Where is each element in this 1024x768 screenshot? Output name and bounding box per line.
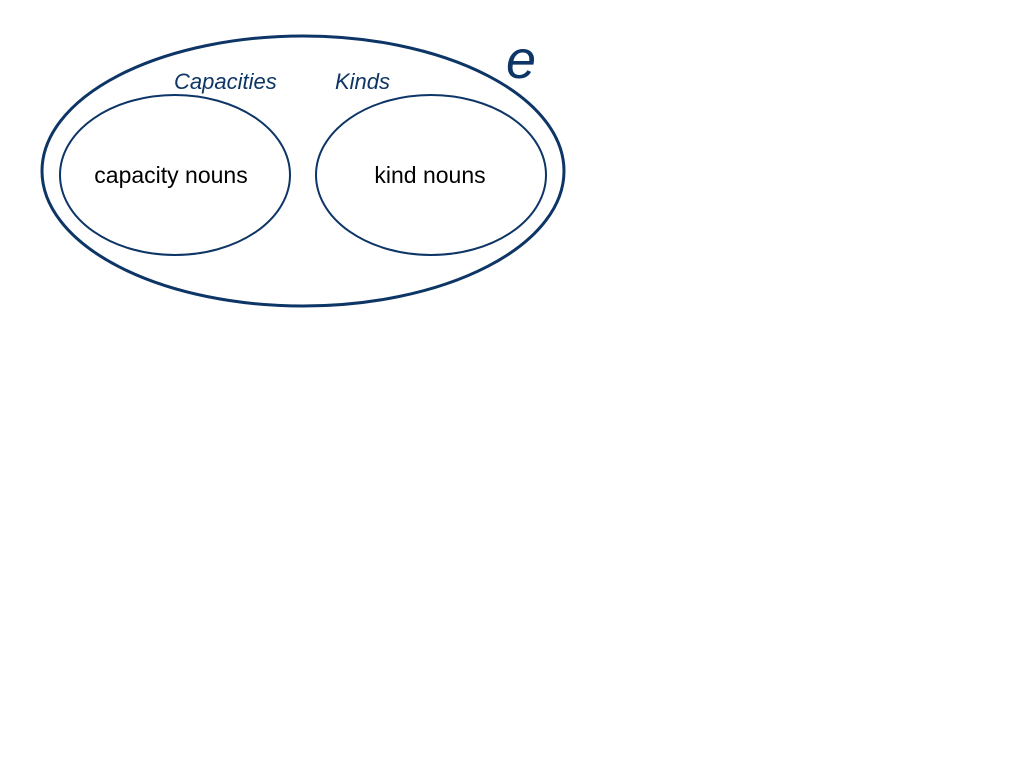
capacity-nouns-text: capacity nouns bbox=[94, 162, 247, 188]
capacities-label: Capacities bbox=[174, 69, 277, 94]
domain-label: e bbox=[506, 30, 536, 90]
kinds-ellipse bbox=[315, 94, 547, 256]
domain-e-ellipse bbox=[40, 34, 566, 308]
capacities-ellipse bbox=[59, 94, 291, 256]
kind-nouns-text: kind nouns bbox=[374, 162, 485, 188]
kinds-label: Kinds bbox=[335, 69, 390, 94]
